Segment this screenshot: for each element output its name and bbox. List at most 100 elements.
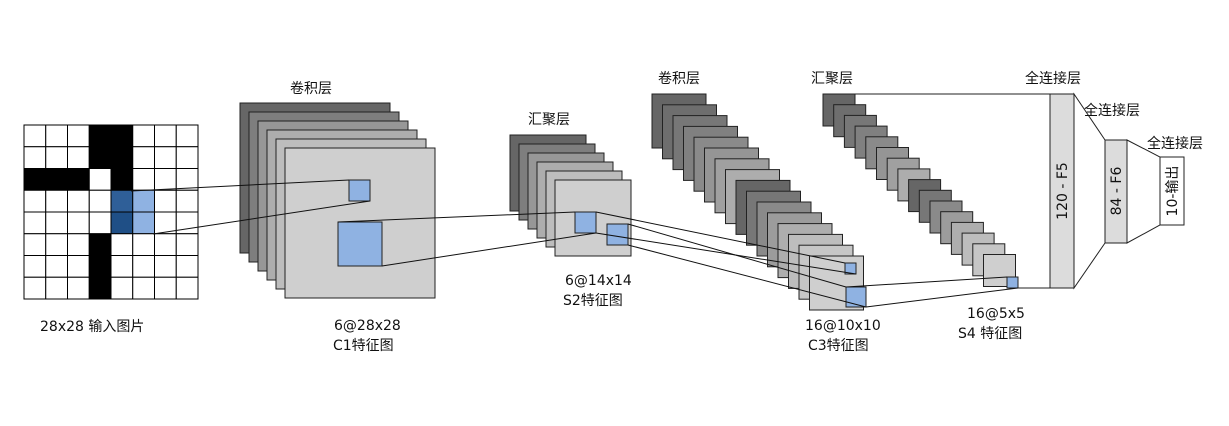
input-pixel-cell <box>154 255 177 278</box>
input-pixel-cell <box>88 211 112 235</box>
connection-line <box>337 211 576 223</box>
input-pixel-cell <box>154 124 177 148</box>
output-header: 全连接层 <box>1147 135 1203 152</box>
s2-feature-map-stack <box>509 134 632 257</box>
input-pixel-cell <box>154 146 177 169</box>
s4-header: 汇聚层 <box>811 71 853 87</box>
input-pixel-cell <box>67 211 90 235</box>
receptive-field-lines <box>130 179 1019 308</box>
s2-name-label: S2特征图 <box>563 293 623 309</box>
input-pixel-cell <box>132 255 155 278</box>
connection-line <box>845 276 1008 288</box>
input-pixel-cell <box>67 146 90 169</box>
input-pixel-cell <box>175 146 199 169</box>
input-pixel-cell <box>154 233 177 256</box>
c3-name-label: C3特征图 <box>808 338 869 354</box>
input-pixel-cell <box>88 189 112 213</box>
input-pixel-cell <box>154 189 177 213</box>
input-pixel-cell <box>88 124 112 148</box>
input-pixel-cell <box>67 168 90 191</box>
input-pixel-cell <box>67 124 90 148</box>
c1-name-label: C1特征图 <box>333 338 394 354</box>
input-pixel-cell <box>88 255 112 278</box>
connection-line <box>627 223 847 288</box>
input-pixel-cell <box>88 146 112 169</box>
s4-feature-map-stack <box>822 93 1019 289</box>
input-pixel-cell <box>110 211 134 235</box>
c3-feature-map-stack <box>651 93 867 311</box>
input-pixel-cell <box>110 276 134 300</box>
c3-size-label: 16@10x10 <box>805 318 881 334</box>
input-pixel-cell <box>175 168 199 191</box>
input-pixel-cell <box>23 146 47 169</box>
s2-receptive-highlight <box>574 211 597 234</box>
s2-size-label: 6@14x14 <box>565 273 632 289</box>
input-pixel-cell <box>132 233 155 256</box>
input-pixel-cell <box>110 168 134 191</box>
input-pixel-cell <box>154 168 177 191</box>
output-layer-box <box>1159 156 1185 226</box>
input-pixel-cell <box>67 189 90 213</box>
s2-header: 汇聚层 <box>528 112 570 128</box>
connection-line <box>595 232 857 275</box>
input-pixel-cell <box>175 124 199 148</box>
s4-pool-highlight <box>1006 276 1019 289</box>
f5-header: 全连接层 <box>1025 70 1081 87</box>
input-pixel-cell <box>88 168 112 191</box>
c1-header: 卷积层 <box>290 81 332 97</box>
input-pixel-cell <box>110 255 134 278</box>
input-pixel-cell <box>110 189 134 213</box>
c1-receptive-highlight <box>348 179 371 202</box>
c1-size-label: 6@28x28 <box>334 318 401 334</box>
input-pixel-cell <box>67 233 90 256</box>
connection-line <box>627 244 867 308</box>
input-pixel-cell <box>110 233 134 256</box>
input-caption: 28x28 输入图片 <box>40 319 144 335</box>
input-pixel-cell <box>45 233 68 256</box>
c1-pool-highlight <box>337 221 383 267</box>
input-pixel-cell <box>23 276 47 300</box>
input-pixel-cell <box>132 124 155 148</box>
input-pixel-cell <box>132 146 155 169</box>
fc-section: 120 - F5 全连接层 84 - F6 全连接层 10-输出 全连接层 <box>855 70 1203 290</box>
input-pixel-cell <box>175 233 199 256</box>
c3-receptive-highlight <box>844 262 857 275</box>
input-pixel-cell <box>45 211 68 235</box>
input-pixel-cell <box>23 211 47 235</box>
input-pixel-cell <box>45 146 68 169</box>
input-pixel-cell <box>175 255 199 278</box>
input-pixel-cell <box>23 189 47 213</box>
input-pixel-cell <box>132 189 155 213</box>
input-pixel-cell <box>175 211 199 235</box>
input-pixel-cell <box>45 189 68 213</box>
input-pixel-cell <box>45 276 68 300</box>
input-pixel-cell <box>88 233 112 256</box>
c3-header: 卷积层 <box>658 71 700 87</box>
f6-out-connector <box>1126 139 1161 244</box>
input-pixel-cell <box>45 168 68 191</box>
input-pixel-cell <box>23 124 47 148</box>
f6-label: 84 - F6 <box>1109 167 1125 216</box>
f6-header: 全连接层 <box>1084 102 1140 119</box>
s4-name-label: S4 特征图 <box>958 326 1022 342</box>
f5-f6-connector <box>1073 92 1106 290</box>
input-pixel-cell <box>175 276 199 300</box>
input-pixel-cell <box>132 211 155 235</box>
input-image-grid <box>23 124 199 300</box>
c1-feature-map-stack <box>239 102 436 299</box>
input-pixel-cell <box>154 276 177 300</box>
s2-pool-source-highlight <box>606 223 629 246</box>
input-pixel-cell <box>67 276 90 300</box>
input-pixel-cell <box>23 168 47 191</box>
input-pixel-cell <box>45 255 68 278</box>
connection-line <box>595 211 846 264</box>
connection-line <box>152 200 371 235</box>
input-pixel-cell <box>175 189 199 213</box>
input-pixel-cell <box>45 124 68 148</box>
connection-line <box>130 179 350 192</box>
input-pixel-cell <box>67 255 90 278</box>
s4-size-label: 16@5x5 <box>967 306 1025 322</box>
input-pixel-cell <box>110 146 134 169</box>
f5-label: 120 - F5 <box>1055 162 1071 220</box>
